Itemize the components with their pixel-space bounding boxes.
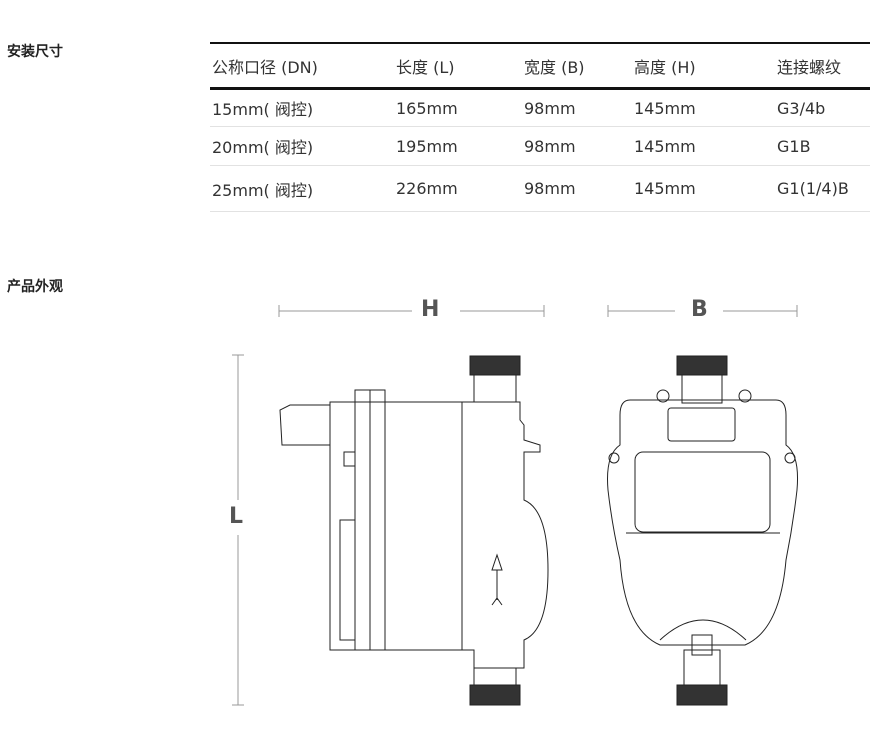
cell: 165mm — [394, 88, 522, 127]
side-view-drawing — [279, 355, 549, 706]
cell: 98mm — [522, 88, 632, 127]
table-row: 20mm( 阀控) 195mm 98mm 145mm G1B — [210, 126, 870, 166]
dimension-label-h: H — [421, 297, 440, 322]
cell: G1B — [775, 126, 870, 166]
table-row: 25mm( 阀控) 226mm 98mm 145mm G1(1/4)B — [210, 165, 870, 212]
cell: 145mm — [632, 165, 775, 212]
cell: 226mm — [394, 165, 522, 212]
section-title-appearance: 产品外观 — [7, 279, 63, 295]
table-header-row: 公称口径 (DN) 长度 (L) 宽度 (B) 高度 (H) 连接螺纹 — [210, 42, 870, 90]
header-dn: 公称口径 (DN) — [210, 42, 394, 90]
cell: 98mm — [522, 126, 632, 166]
header-length: 长度 (L) — [394, 42, 522, 90]
cell: G1(1/4)B — [775, 165, 870, 212]
dimension-lines — [232, 305, 798, 706]
table-row: 15mm( 阀控) 165mm 98mm 145mm G3/4b — [210, 88, 870, 127]
cell: 15mm( 阀控) — [210, 88, 394, 127]
header-width: 宽度 (B) — [522, 42, 632, 90]
size-table: 公称口径 (DN) 长度 (L) 宽度 (B) 高度 (H) 连接螺纹 15mm… — [210, 42, 870, 212]
cell: 20mm( 阀控) — [210, 126, 394, 166]
header-height: 高度 (H) — [632, 42, 775, 90]
cell: 25mm( 阀控) — [210, 165, 394, 212]
section-title-install-size: 安装尺寸 — [7, 44, 63, 60]
dimension-label-l: L — [229, 504, 244, 529]
cell: 98mm — [522, 165, 632, 212]
front-view-drawing — [607, 355, 798, 706]
cell: G3/4b — [775, 88, 870, 127]
dimension-label-b: B — [691, 297, 708, 322]
cell: 145mm — [632, 88, 775, 127]
cell: 195mm — [394, 126, 522, 166]
cell: 145mm — [632, 126, 775, 166]
header-thread: 连接螺纹 — [775, 42, 870, 90]
